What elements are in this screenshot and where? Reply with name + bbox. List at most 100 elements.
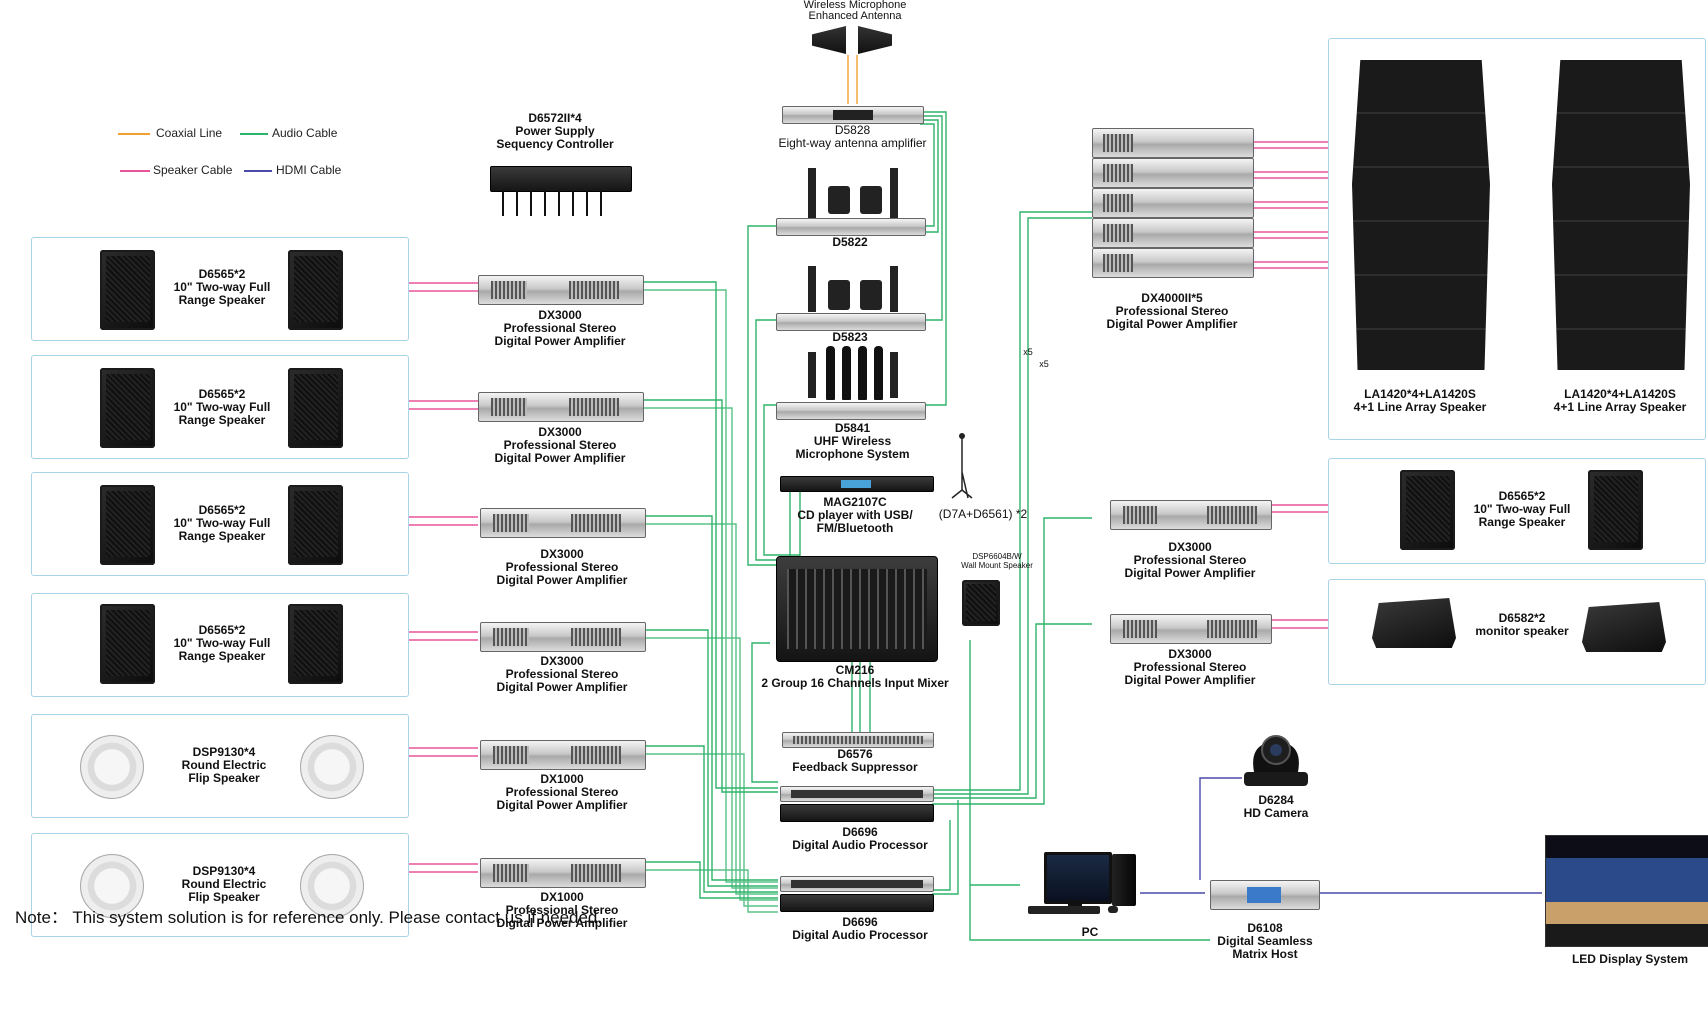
legend-audio-swatch: [240, 133, 268, 135]
mixer-desc: 2 Group 16 Channels Input Mixer: [761, 676, 949, 690]
rspk2-line1: monitor speaker: [1475, 624, 1569, 638]
spk-model: D6565*2: [198, 623, 246, 637]
dx4000-amp-2: [1092, 158, 1254, 188]
pc-monitor: [1044, 852, 1112, 904]
footer-note: Note： This system solution is for refere…: [15, 908, 603, 927]
amp-line2: Digital Power Amplifier: [494, 334, 626, 348]
amplifier-2-label: DX3000 Professional Stereo Digital Power…: [470, 426, 650, 465]
matrix-line2: Matrix Host: [1232, 947, 1298, 961]
ramp2-line1: Professional Stereo: [1133, 660, 1247, 674]
legend-coaxial-swatch: [118, 133, 150, 135]
mic-stand-icon: [951, 433, 973, 499]
speaker-group-1: [31, 237, 409, 341]
spk-model: D6565*2: [198, 387, 246, 401]
d5841-label: D5841 UHF Wireless Microphone System: [770, 422, 935, 461]
antenna-rod-icon: [808, 168, 816, 218]
handheld-mic-icon: [842, 346, 851, 400]
rspk1-model: D6565*2: [1498, 489, 1546, 503]
ramp1-line1: Professional Stereo: [1133, 553, 1247, 567]
speaker-group-4-label: D6565*2 10" Two-way Full Range Speaker: [160, 624, 284, 663]
headset-pack-icon: [828, 280, 850, 310]
spk-line1: 10" Two-way Full: [173, 636, 271, 650]
speaker-right-4: [288, 604, 343, 684]
amp-model: DX1000: [540, 890, 584, 904]
ramp1-model: DX3000: [1168, 540, 1212, 554]
d5828-label: D5828 Eight-way antenna amplifier: [770, 124, 935, 150]
spk-line1: 10" Two-way Full: [173, 400, 271, 414]
speaker-group-3: [31, 472, 409, 576]
d6108-matrix-host: [1210, 880, 1320, 910]
handheld-mic-icon: [874, 346, 883, 400]
pc-tower: [1112, 854, 1136, 906]
speaker-group-1-label: D6565*2 10" Two-way Full Range Speaker: [160, 268, 284, 307]
spk-line2: Flip Speaker: [188, 890, 260, 904]
amp-model: DX3000: [538, 308, 582, 322]
camera-model: D6284: [1258, 793, 1294, 807]
antenna-rod-icon: [890, 168, 898, 218]
d6576-device: [782, 732, 934, 748]
amp-model: DX1000: [540, 772, 584, 786]
amp-model: DX3000: [540, 654, 584, 668]
cm216-mixer: [776, 556, 938, 662]
power-plugs-icon: [502, 190, 602, 216]
rspk2-model: D6582*2: [1498, 611, 1546, 625]
monitor-speaker-left: [1372, 598, 1456, 648]
spk-line1: Round Electric: [181, 877, 267, 891]
speaker-left-4: [100, 604, 155, 684]
amplifier-1-label: DX3000 Professional Stereo Digital Power…: [470, 309, 650, 348]
spk-model: DSP9130*4: [192, 745, 256, 759]
amp-line1: Professional Stereo: [505, 667, 619, 681]
cm216-label: CM216 2 Group 16 Channels Input Mixer: [740, 664, 970, 690]
speaker-group-2-label: D6565*2 10" Two-way Full Range Speaker: [160, 388, 284, 427]
dx4000-amp-4: [1092, 218, 1254, 248]
mixer-model: CM216: [835, 663, 875, 677]
wall-speaker: [962, 580, 1000, 626]
amp-line2: Digital Power Amplifier: [496, 680, 628, 694]
right-speaker-right-1: [1588, 470, 1643, 550]
la2-desc: 4+1 Line Array Speaker: [1553, 400, 1687, 414]
right-amplifier-2-label: DX3000 Professional Stereo Digital Power…: [1100, 648, 1280, 687]
amp-line1: Professional Stereo: [505, 903, 619, 917]
amplifier-1: [478, 275, 644, 305]
amplifier-2: [478, 392, 644, 422]
rspk1-line2: Range Speaker: [1478, 515, 1566, 529]
amp-line1: Professional Stereo: [503, 438, 617, 452]
handheld-mic-icon: [826, 346, 835, 400]
dx4000-label: DX4000II*5 Professional Stereo Digital P…: [1082, 292, 1262, 331]
sequencer-device: [490, 166, 632, 192]
spk-model: D6565*2: [198, 503, 246, 517]
d5841-device: [776, 402, 926, 420]
gooseneck-label: (D7A+D6561) *2: [938, 507, 1028, 521]
legend-speaker: Speaker Cable: [153, 163, 233, 177]
right-speaker-group-1: [1328, 458, 1706, 564]
monitor-speaker-right: [1582, 602, 1666, 652]
speaker-right-2: [288, 368, 343, 448]
ramp1-line2: Digital Power Amplifier: [1124, 566, 1256, 580]
sequencer-line2: Sequency Controller: [496, 137, 614, 151]
d5822-device: [776, 218, 926, 236]
spk-line1: 10" Two-way Full: [173, 280, 271, 294]
handheld-mic-icon: [858, 346, 867, 400]
speaker-right-1: [288, 250, 343, 330]
legend-hdmi: HDMI Cable: [276, 163, 342, 177]
d6696-b-rear: [780, 894, 934, 912]
dx4000-amp-1: [1092, 128, 1254, 158]
dx4000-line1: Professional Stereo: [1115, 304, 1229, 318]
d5823-label: D5823: [832, 330, 868, 344]
speaker-left-2: [100, 368, 155, 448]
ceiling-speaker-right-5: [300, 735, 364, 799]
bodypack-icon: [860, 186, 882, 214]
speaker-group-6-label: DSP9130*4 Round Electric Flip Speaker: [162, 865, 286, 904]
x5-label-b: x5: [1039, 359, 1049, 369]
keyboard-icon: [1028, 906, 1100, 914]
la1-desc: 4+1 Line Array Speaker: [1353, 400, 1487, 414]
mouse-icon: [1108, 906, 1118, 913]
spk-line2: Range Speaker: [178, 649, 266, 663]
mag-line2: FM/Bluetooth: [816, 521, 894, 535]
matrix-label: D6108 Digital Seamless Matrix Host: [1210, 922, 1320, 961]
ramp2-line2: Digital Power Amplifier: [1124, 673, 1256, 687]
d6696b-desc: Digital Audio Processor: [792, 928, 928, 942]
amplifier-3: [480, 508, 646, 538]
d6576-desc: Feedback Suppressor: [792, 760, 918, 774]
